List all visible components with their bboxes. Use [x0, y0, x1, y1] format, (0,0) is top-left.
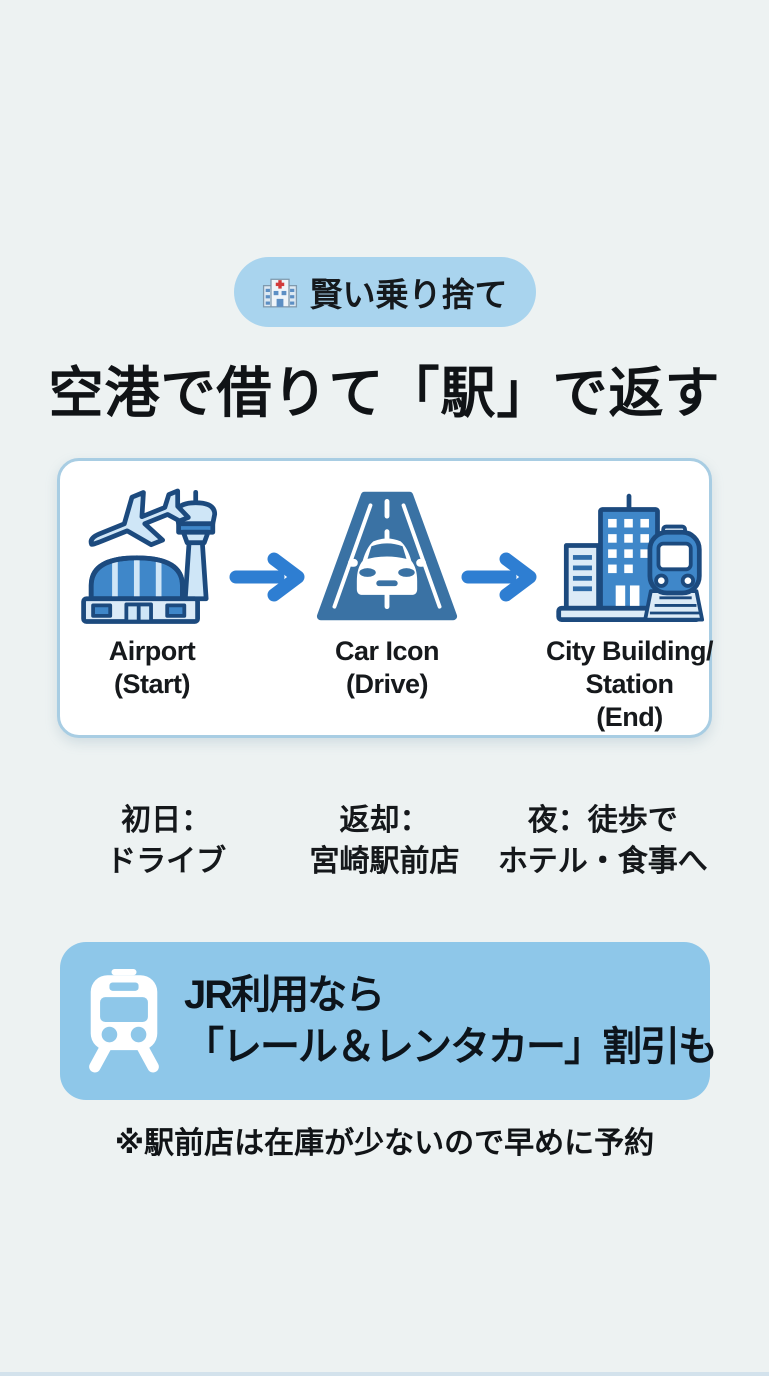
arrow-right-icon [460, 551, 546, 603]
detail-night: 夜：徒歩で ホテル・食事へ [497, 804, 708, 879]
detail-return: 返却： 宮崎駅前店 [309, 804, 460, 879]
hospital-icon [262, 275, 298, 309]
jr-discount-box: JR利用なら 「レール＆レンタカー」割引も [60, 942, 718, 1100]
badge-label: 賢い乗り捨て [309, 276, 508, 313]
detail-first-day: 初日： ドライブ [106, 804, 227, 879]
car-road-icon [314, 481, 460, 631]
city-station-icon [553, 481, 705, 631]
step-label-airport: Airport (Start) [108, 636, 196, 699]
step-label-drive: Car Icon (Drive) [334, 636, 440, 699]
details-row: 初日： ドライブ 返却： 宮崎駅前店 夜：徒歩で ホテル・食事へ [57, 800, 712, 883]
flow-step-station: City Building/ Station (End) [546, 481, 713, 734]
topic-badge: 賢い乗り捨て [233, 257, 536, 327]
step-label-station: City Building/ Station (End) [546, 636, 713, 732]
bottom-edge-strip [0, 1372, 769, 1376]
footnote: ※駅前店は在庫が少ないので早めに予約 [114, 1127, 655, 1160]
jr-discount-text: JR利用なら 「レール＆レンタカー」割引も [184, 973, 718, 1069]
page-title: 空港で借りて「駅」で返す [48, 362, 721, 424]
flow-step-airport: Airport (Start) [76, 481, 228, 701]
arrow-right-icon [228, 551, 314, 603]
train-icon [86, 969, 162, 1073]
flow-step-drive: Car Icon (Drive) [314, 481, 460, 701]
airport-icon [76, 481, 228, 631]
flow-card: Airport (Start) [57, 458, 713, 738]
